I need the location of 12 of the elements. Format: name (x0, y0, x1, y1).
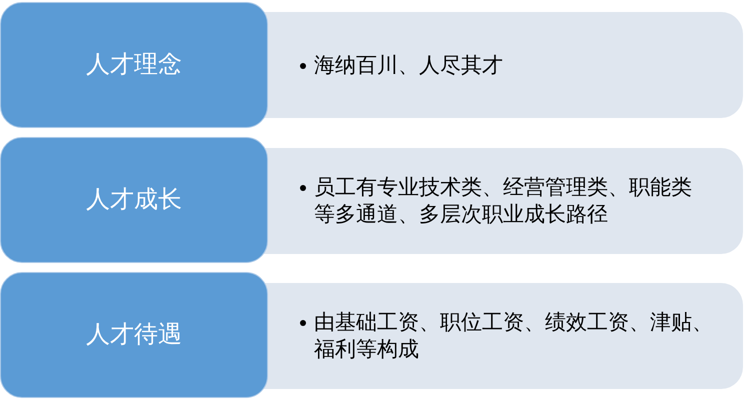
category-box (0, 272, 268, 398)
category-title: 人才理念 (86, 51, 182, 80)
description-panel (262, 12, 743, 118)
description-panel (262, 283, 743, 389)
description-text: 由基础工资、职位工资、绩效工资、津贴、福利等构成 (314, 309, 714, 363)
category-box (0, 2, 268, 128)
description-text: 海纳百川、人尽其才 (314, 52, 504, 78)
category-title: 人才成长 (86, 186, 182, 215)
category-title: 人才待遇 (86, 321, 182, 350)
description-panel (262, 148, 743, 254)
category-box (0, 137, 268, 263)
description-text: 员工有专业技术类、经营管理类、职能类等多通道、多层次职业成长路径 (314, 174, 693, 228)
